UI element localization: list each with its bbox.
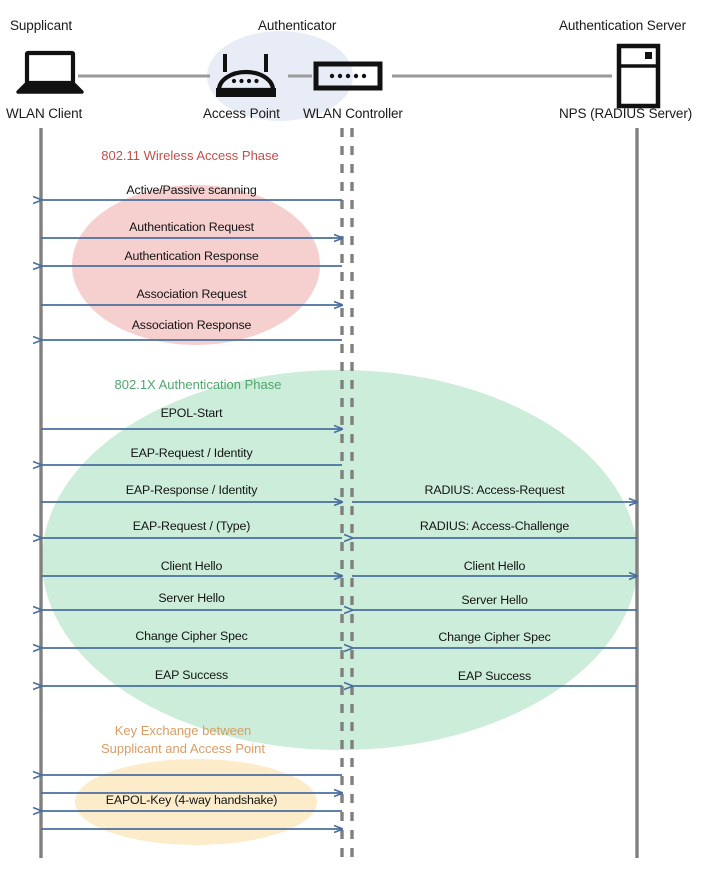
message-label: EAP-Response / Identity bbox=[125, 483, 258, 497]
message-label: Authentication Response bbox=[124, 249, 259, 263]
phase-label-line: Supplicant and Access Point bbox=[100, 741, 266, 756]
phase-label-line: Key Exchange between bbox=[114, 723, 252, 738]
message-label: EAP Success bbox=[154, 668, 229, 682]
message-arrows-right bbox=[352, 502, 637, 686]
actor-role-authentication-server: Authentication Server bbox=[559, 18, 686, 33]
message-label: EAPOL-Key (4-way handshake) bbox=[105, 793, 278, 807]
message-label: EPOL-Start bbox=[160, 406, 223, 420]
actor-name-nps-radius-server: NPS (RADIUS Server) bbox=[559, 106, 693, 121]
phase-label-line: 802.1X Authentication Phase bbox=[114, 377, 282, 392]
actor-role-supplicant: Supplicant bbox=[10, 18, 73, 33]
message-label: EAP-Request / (Type) bbox=[132, 519, 251, 533]
message-label: Association Response bbox=[131, 318, 252, 332]
message-label: Association Request bbox=[136, 287, 247, 301]
message-label: Client Hello bbox=[160, 559, 223, 573]
phase-label-line: 802.11 Wireless Access Phase bbox=[101, 148, 279, 163]
message-label: RADIUS: Access-Request bbox=[424, 483, 565, 497]
actor-name-wlan-controller: WLAN Controller bbox=[303, 106, 403, 121]
message-label: Server Hello bbox=[158, 591, 225, 605]
actor-name-access-point: Access Point bbox=[203, 106, 280, 121]
message-label: Active/Passive scanning bbox=[126, 183, 257, 197]
message-label: EAP-Request / Identity bbox=[130, 446, 253, 460]
laptop-icon bbox=[16, 50, 84, 94]
message-label: Change Cipher Spec bbox=[135, 629, 248, 643]
message-label: Client Hello bbox=[463, 559, 526, 573]
message-label: EAP Success bbox=[457, 669, 532, 683]
actor-name-wlan-client: WLAN Client bbox=[6, 106, 83, 121]
authenticator-group-ellipse bbox=[207, 31, 353, 121]
message-label: RADIUS: Access-Challenge bbox=[419, 519, 570, 533]
actor-role-authenticator: Authenticator bbox=[258, 18, 337, 33]
phase-label-wireless-access: 802.11 Wireless Access Phase bbox=[101, 147, 279, 165]
message-label: Authentication Request bbox=[129, 220, 254, 234]
phase-label-dot1x-authentication: 802.1X Authentication Phase bbox=[115, 376, 282, 394]
server-tower-icon bbox=[616, 43, 661, 109]
phase-ellipse-key-exchange bbox=[75, 759, 317, 845]
message-label: Change Cipher Spec bbox=[438, 630, 551, 644]
message-label: Server Hello bbox=[461, 593, 528, 607]
wireless-router-icon bbox=[216, 54, 276, 97]
wlan-controller-icon bbox=[313, 61, 383, 91]
phase-ellipse-dot1x-authentication bbox=[42, 370, 638, 750]
message-arrows-left bbox=[41, 200, 342, 829]
